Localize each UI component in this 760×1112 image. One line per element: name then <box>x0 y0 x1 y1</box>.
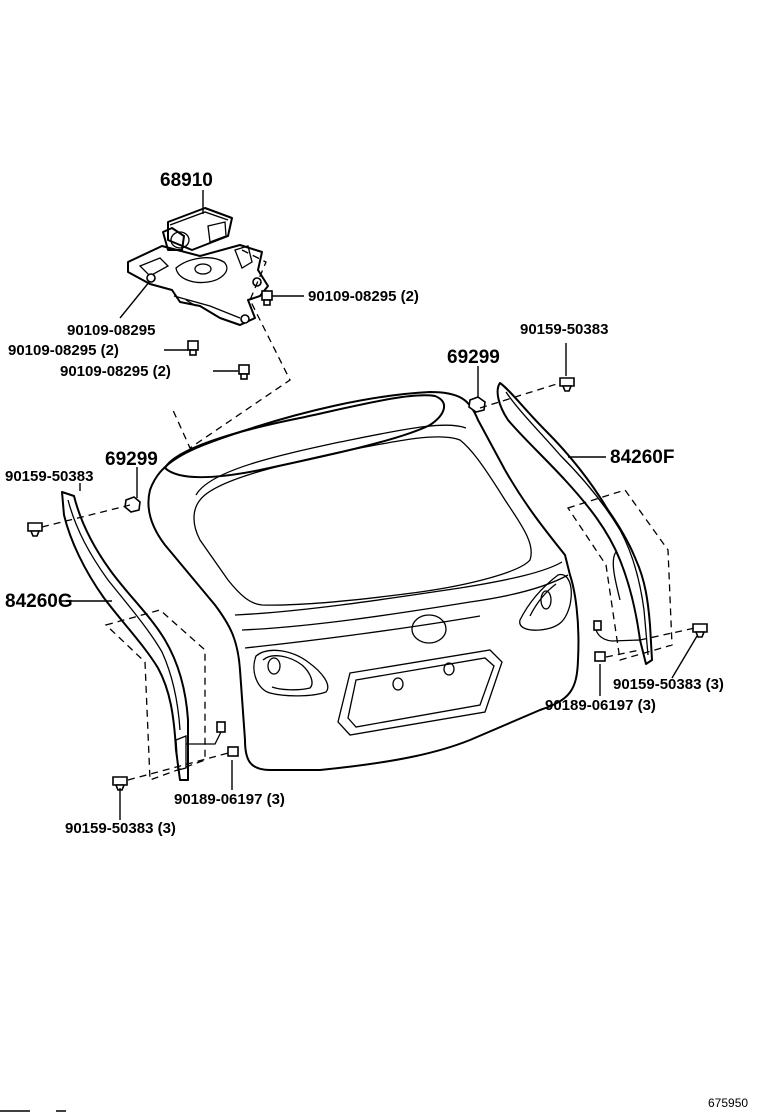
weatherstrip-left <box>61 491 226 781</box>
leader-lines <box>60 190 698 820</box>
label-68910: 68910 <box>160 170 213 191</box>
label-cushion-left: 69299 <box>105 449 158 470</box>
label-screw-left: 90189-06197 (3) <box>174 791 285 808</box>
label-cushion-right: 69299 <box>447 347 500 368</box>
label-bolt-d: 90109-08295 (2) <box>60 363 171 380</box>
label-clip-right-bottom: 90159-50383 (3) <box>613 676 724 693</box>
label-screw-right: 90189-06197 (3) <box>545 697 656 714</box>
label-84260F: 84260F <box>610 447 674 468</box>
right-locator-dash <box>566 489 673 661</box>
screw-shapes <box>227 651 606 757</box>
label-84260G: 84260G <box>5 591 73 612</box>
label-clip-left-bottom: 90159-50383 (3) <box>65 820 176 837</box>
weatherstrip-right <box>496 382 653 665</box>
label-clip-right-top: 90159-50383 <box>520 321 608 338</box>
label-bolt-c: 90109-08295 (2) <box>8 342 119 359</box>
wiper-motor-assembly <box>127 207 269 326</box>
left-locator-dash <box>104 609 206 781</box>
install-dash-lines <box>41 382 696 781</box>
cushion-right-shape <box>468 396 486 413</box>
label-bolt-a: 90109-08295 (2) <box>308 288 419 305</box>
label-clip-left-top: 90159-50383 <box>5 468 93 485</box>
diagram-code: 675950 <box>708 1096 748 1110</box>
cushion-left-shape <box>124 496 141 513</box>
motor-locator-dash <box>171 249 291 449</box>
back-door-panel <box>147 391 580 771</box>
clip-shapes <box>27 377 708 791</box>
label-bolt-b: 90109-08295 <box>67 322 155 339</box>
motor-bolts <box>187 290 273 380</box>
